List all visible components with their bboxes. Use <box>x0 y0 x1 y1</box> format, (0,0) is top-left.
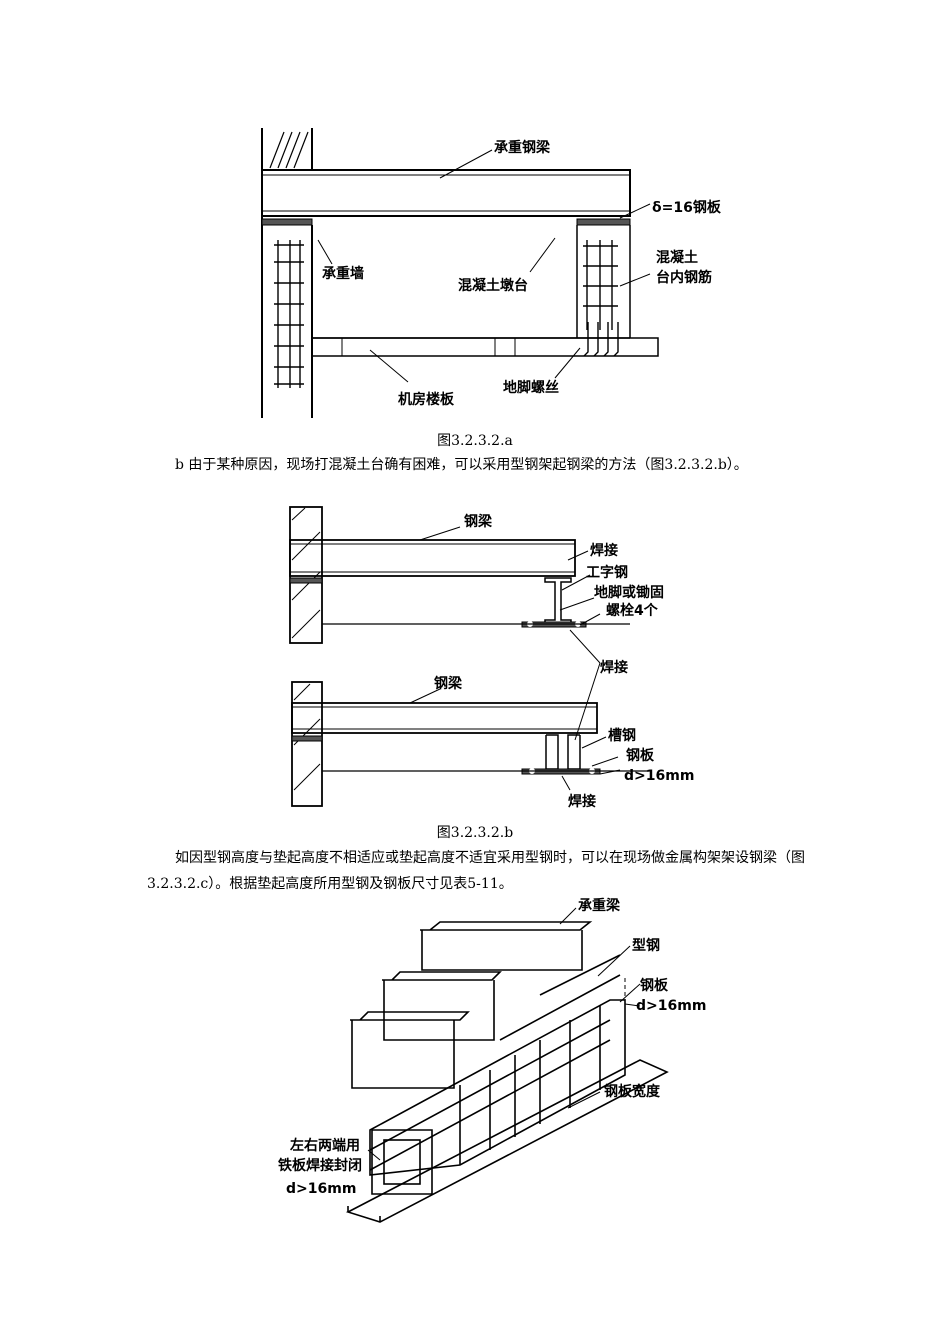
fig-a-label-floor: 机房楼板 <box>398 391 455 408</box>
fig-c-label-ends-1: 左右两端用 <box>289 1137 360 1154</box>
fig-b-bottom-label-weld-top: 焊接 <box>600 659 628 676</box>
fig-c-label-ends-2: 铁板焊接封闭 <box>278 1157 362 1174</box>
fig-b-bottom-label-weld-bottom: 焊接 <box>568 793 596 810</box>
fig-c-label-plate: 钢板 <box>640 977 669 994</box>
fig-c-label-section-steel: 型钢 <box>632 937 660 954</box>
fig-c-label-plate-width: 钢板宽度 <box>604 1083 661 1100</box>
fig-a-label-rebar-1: 混凝土 <box>656 249 698 266</box>
paragraph-c: 如因型钢高度与垫起高度不相适应或垫起高度不适宜采用型钢时，可以在现场做金属构架架… <box>147 850 805 892</box>
fig-b-bottom-label-channel: 槽钢 <box>608 727 636 744</box>
paragraph-b: b 由于某种原因，现场打混凝土台确有困难，可以采用型钢架起钢梁的方法（图3.2.… <box>175 457 748 473</box>
fig-c-label-thickness-right: d>16mm <box>636 998 706 1014</box>
fig-a-label-pier: 混凝土墩台 <box>458 277 528 294</box>
fig-a-label-wall: 承重墙 <box>322 265 364 282</box>
figure-a-caption: 图3.2.3.2.a <box>437 433 513 449</box>
figure-a-drawing: 承重钢梁 δ=16钢板 承重墙 混凝土墩台 混凝土 台内钢筋 机房楼板 地脚螺丝 <box>261 128 722 418</box>
figure-b-caption: 图3.2.3.2.b <box>436 825 514 841</box>
fig-b-top-label-weld: 焊接 <box>590 542 618 559</box>
fig-c-label-thickness-left: d>16mm <box>286 1181 356 1197</box>
fig-b-top-label-bolt-1: 地脚或锄固 <box>594 584 664 601</box>
fig-b-bottom-label-plate: 钢板 <box>626 747 655 764</box>
fig-b-bottom-label-beam: 钢梁 <box>434 675 463 692</box>
fig-b-top-label-ibeam: 工字钢 <box>586 564 628 581</box>
fig-b-bottom-label-thickness: d>16mm <box>624 768 694 784</box>
fig-a-label-rebar-2: 台内钢筋 <box>656 269 712 286</box>
fig-a-label-beam: 承重钢梁 <box>494 139 551 156</box>
fig-a-label-plate: δ=16钢板 <box>652 199 722 216</box>
fig-b-top-label-bolt-2: 螺栓4个 <box>606 602 659 619</box>
figure-b-drawing: 钢梁 焊接 工字钢 地脚或锄固 螺栓4个 焊接 钢梁 槽钢 钢板 d>16mm … <box>289 506 694 810</box>
fig-c-label-main-beam: 承重梁 <box>578 897 621 914</box>
fig-a-label-bolt: 地脚螺丝 <box>503 379 559 396</box>
fig-b-top-label-beam: 钢梁 <box>464 513 493 530</box>
figure-c-drawing: 承重梁 型钢 钢板 d>16mm 钢板宽度 左右两端用 铁板焊接封闭 d>16m… <box>278 897 706 1223</box>
